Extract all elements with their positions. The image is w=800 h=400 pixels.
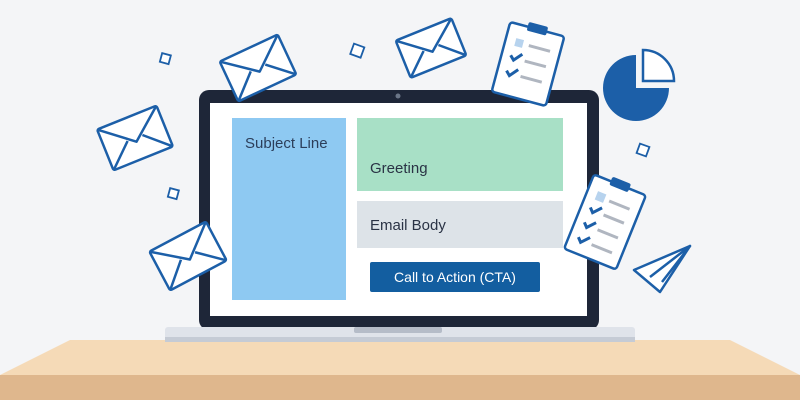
email-body-label: Email Body bbox=[370, 217, 446, 234]
email-body-panel: Email Body bbox=[357, 201, 563, 248]
webcam-icon bbox=[395, 93, 401, 99]
cta-button[interactable]: Call to Action (CTA) bbox=[370, 262, 540, 292]
desk-front bbox=[0, 375, 800, 400]
laptop-notch bbox=[354, 327, 442, 333]
sparkle-squares bbox=[158, 42, 651, 201]
subject-line-panel: Subject Line bbox=[232, 118, 346, 300]
greeting-panel: Greeting bbox=[357, 118, 563, 191]
subject-line-label: Subject Line bbox=[245, 135, 328, 152]
greeting-label: Greeting bbox=[370, 160, 428, 177]
checklist-clipboard-icon bbox=[563, 174, 647, 270]
paper-plane-icon bbox=[632, 244, 692, 294]
checklist-clipboard-icon bbox=[491, 21, 565, 107]
envelope-icon bbox=[148, 221, 228, 291]
envelope-icon bbox=[219, 33, 297, 103]
envelope-icon bbox=[96, 104, 174, 172]
desk-top bbox=[0, 340, 800, 375]
envelope-icon bbox=[395, 17, 467, 79]
pie-chart-icon bbox=[603, 48, 676, 121]
laptop-base-edge bbox=[165, 337, 635, 342]
